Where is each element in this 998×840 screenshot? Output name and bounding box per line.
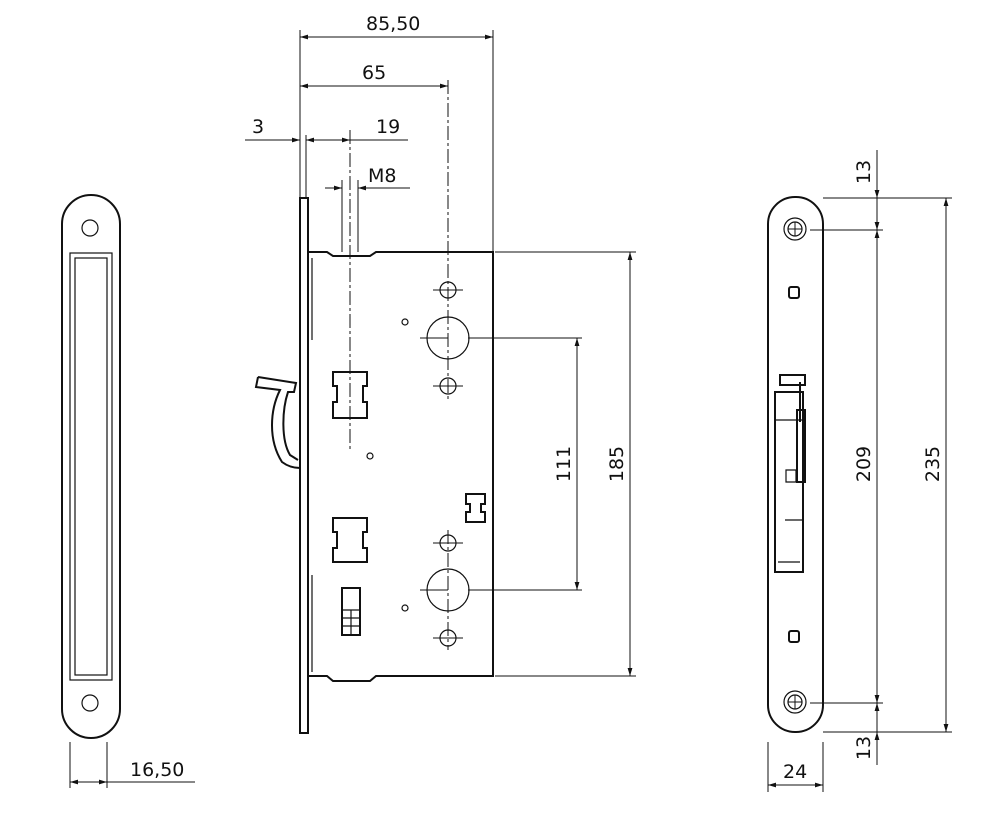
edge-view-faceplate: 13 209 13 235 24 [767, 150, 952, 792]
dim-total-depth: 85,50 [366, 13, 420, 35]
dim-faceplate-length: 235 [922, 446, 944, 482]
dim-backset: 65 [362, 62, 386, 84]
dim-latch-offset: 19 [376, 116, 400, 138]
dim-handle-to-cylinder: 111 [553, 446, 575, 482]
dim-front-width: 16,50 [130, 759, 184, 781]
dim-faceplate-thickness: 3 [252, 116, 264, 138]
dim-case-height: 185 [606, 446, 628, 482]
dim-faceplate-width: 24 [783, 761, 807, 783]
dim-screw-spacing: 209 [853, 446, 875, 482]
dim-thread: M8 [368, 165, 396, 187]
dim-top-screw-offset: 13 [853, 160, 875, 184]
front-view-faceplate: 16,50 [61, 194, 195, 788]
side-view-lock-case: 85,50 65 3 19 M8 111 185 [245, 13, 636, 734]
dim-bottom-screw-offset: 13 [853, 736, 875, 760]
